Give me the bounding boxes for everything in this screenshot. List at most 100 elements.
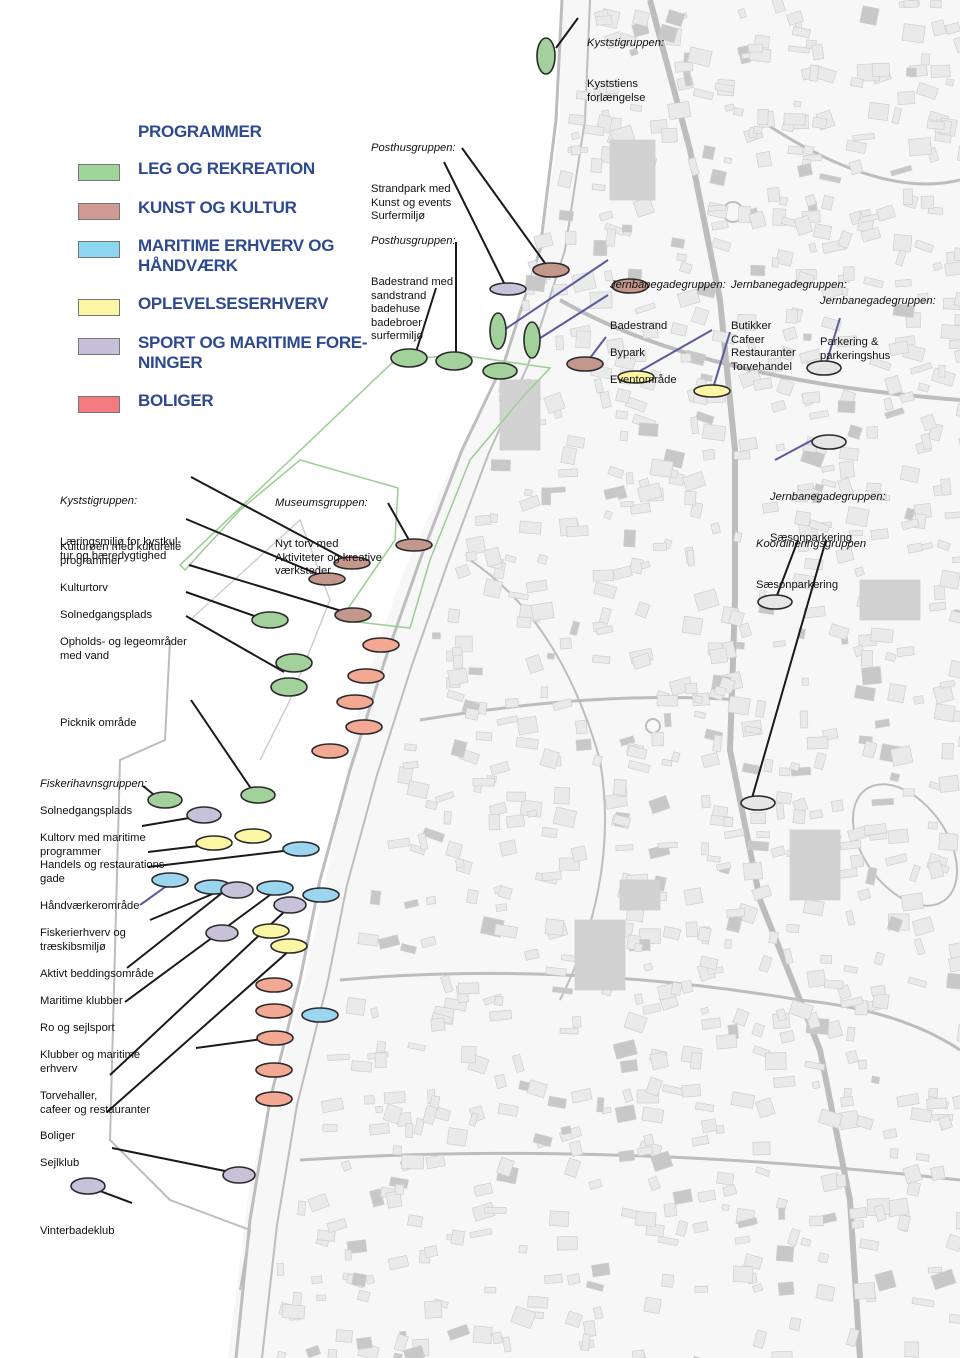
leader-line [106, 949, 291, 1113]
marker-kunst [395, 538, 433, 552]
marker-maritime [301, 1007, 339, 1023]
legend-label: OPLEVELSESERHVERV [138, 294, 329, 313]
coastal-road [261, 0, 591, 1358]
label-text: Picknik område [60, 717, 137, 730]
marker-leg [390, 348, 428, 368]
label-fiskerierhverv: Fiskerierhverv og træskibsmiljø [40, 900, 126, 982]
large-building [859, 579, 921, 621]
leader-line [775, 539, 799, 599]
label-museum: Museumsgruppen: Nyt torv med Aktiviteter… [275, 470, 382, 606]
marker-gray [740, 795, 776, 811]
label-text: Kultorv med maritime programmer [40, 832, 146, 858]
label-post-1: Posthusgruppen: Strandpark med Kunst og … [371, 115, 456, 251]
label-solnedgang-2: Solnedgangsplads [40, 778, 132, 846]
leader-line [825, 317, 841, 365]
label-haandvaerk: Håndværkerområde [40, 873, 140, 941]
label-text: Torvehaller, cafeer og restauranter [40, 1090, 151, 1116]
marker-boliger [347, 668, 385, 684]
marker-kunst [611, 278, 649, 294]
label-text: Handels og restaurations- gade [40, 859, 169, 885]
leader-line [639, 329, 713, 372]
label-klubber: Klubber og maritime erhverv [40, 1022, 140, 1104]
cross-road-3 [339, 971, 960, 1052]
label-text: Kulturøen med kulturelle programmer [60, 541, 182, 567]
label-sejlklub: Sejlklub [40, 1130, 79, 1198]
legend-label: KUNST OG KULTUR [138, 198, 297, 217]
leader-line [387, 502, 410, 541]
leader-line [149, 892, 216, 921]
marker-maritime [151, 872, 189, 888]
marker-oplevelse [252, 923, 290, 939]
label-text: Sæsonparkering [756, 578, 839, 591]
leader-line [124, 894, 271, 1003]
leader-line [533, 294, 609, 343]
group-name: Kyststigruppen: [60, 495, 138, 508]
label-text: Parkering & parkeringshus [820, 335, 891, 362]
marker-leg [251, 611, 289, 629]
label-text: Aktivt beddingsområde [40, 968, 154, 981]
label-text: Solnedgangsplads [40, 805, 133, 818]
marker-boliger [256, 1030, 294, 1046]
marker-maritime [256, 880, 294, 896]
legend-swatch [78, 164, 120, 181]
program-markers [70, 37, 847, 1195]
label-solnedgang-1: Solnedgangsplads [60, 582, 152, 650]
marker-sport [205, 924, 239, 942]
marker-boliger [255, 1003, 293, 1019]
group-name: Jernbanegadegruppen: [770, 491, 886, 504]
leader-line [443, 161, 506, 286]
label-text: Maritime klubber [40, 995, 123, 1008]
park-path [189, 518, 331, 761]
marker-boliger [345, 719, 383, 735]
marker-sport [220, 881, 254, 899]
label-fisker-group: Fiskerihavnsgruppen: [40, 751, 147, 819]
label-text: Ro og sejlsport [40, 1022, 115, 1035]
label-text: Butikker Cafeer Restauranter Torvehandel [731, 319, 796, 373]
label-text: Håndværkerområde [40, 900, 140, 913]
leader-line [190, 476, 346, 560]
legend-label: LEG OG REKREATION [138, 159, 315, 178]
leader-line [139, 884, 169, 906]
leader-line [461, 147, 548, 267]
label-text: Sejlklub [40, 1157, 80, 1170]
leader-line [188, 564, 346, 613]
label-text: Strandpark med Kunst og events Surfermil… [371, 182, 452, 223]
group-name: Posthusgruppen: [371, 142, 456, 155]
area-outlines [178, 354, 552, 629]
label-kulturoen: Kulturøen med kulturelle programmer [60, 514, 181, 596]
label-jern-3: Jernbanegadegruppen: Parkering & parkeri… [820, 268, 936, 390]
leader-line [751, 539, 827, 799]
marker-oplevelse [617, 370, 655, 384]
label-ro: Ro og sejlsport [40, 995, 115, 1063]
marker-leg [147, 791, 183, 809]
label-text: Badestrand Bypark Eventområde [610, 319, 677, 387]
label-text: Boliger [40, 1130, 75, 1143]
leader-line [555, 17, 579, 49]
label-kyst-left: Kyststigruppen: Læringsmiljø for kystkul… [60, 468, 181, 590]
label-bedding: Aktivt beddingsområde [40, 941, 154, 1009]
label-kyst-top: Kyststigruppen: Kyststiens forlængelse [587, 10, 664, 132]
leader-line [503, 259, 609, 331]
marker-maritime [282, 841, 320, 857]
group-name: Museumsgruppen: [275, 497, 368, 510]
marker-leg [270, 677, 308, 697]
marker-boliger [255, 1091, 293, 1107]
legend-swatch [78, 241, 120, 258]
label-text: Læringsmiljø for kystkul- tur og bæredyg… [60, 535, 182, 562]
leader-line [713, 331, 731, 386]
label-text: Nyt torv med Aktiviteter og kreative vær… [275, 537, 382, 578]
large-building [574, 919, 626, 991]
marker-oplevelse [693, 384, 731, 398]
leader-line [589, 336, 607, 359]
marker-leg [523, 321, 541, 359]
label-text: Badestrand med sandstrand badehuse badeb… [371, 275, 454, 343]
label-text: Sæsonparkering [770, 531, 853, 544]
label-vinterbad: Vinterbadeklub [40, 1198, 114, 1266]
marker-kunst [566, 356, 604, 372]
legend-swatch [78, 338, 120, 355]
marker-boliger [362, 637, 400, 653]
legend-swatch [78, 299, 120, 316]
label-handels: Handels og restaurations- gade [40, 832, 168, 914]
cross-road-4 [299, 1151, 960, 1182]
